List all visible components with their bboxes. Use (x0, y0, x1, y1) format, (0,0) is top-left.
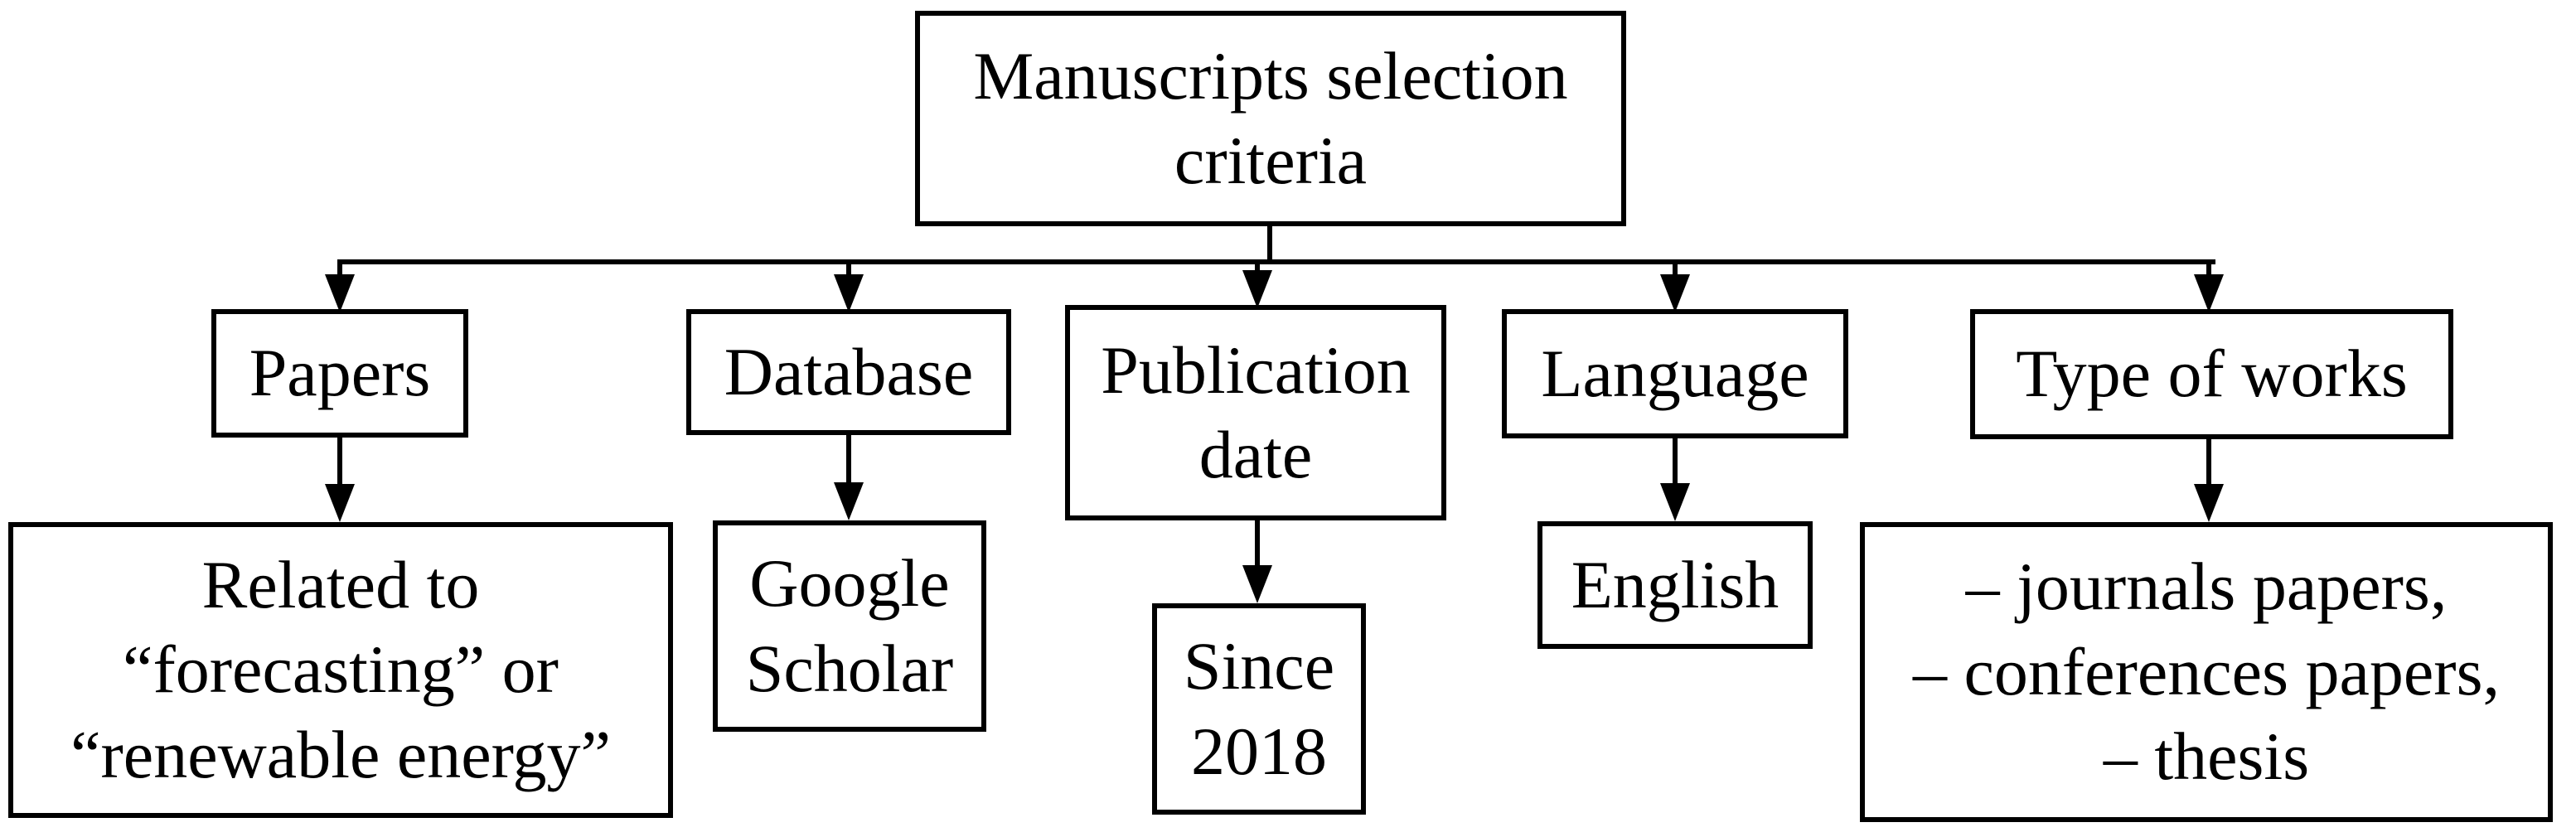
arrow-to-language-head (1660, 274, 1690, 312)
arrow-to-database-head (834, 274, 864, 312)
arrow-to-type-of-works-head (2194, 274, 2224, 312)
arrow-to-language-shaft (1673, 264, 1678, 278)
arrow-database-to-value-shaft (846, 432, 851, 484)
arrow-publication-date-to-value-head (1242, 565, 1272, 603)
node-related-to-keywords: Related to “forecasting” or “renewable e… (8, 522, 673, 818)
arrow-publication-date-to-value-shaft (1255, 517, 1260, 567)
arrow-database-to-value-head (834, 482, 864, 520)
branch-distribution-line (337, 259, 2215, 264)
node-english: English (1537, 521, 1813, 649)
root-stem-line (1267, 225, 1272, 264)
node-database: Database (686, 309, 1011, 435)
node-since-2018: Since 2018 (1152, 603, 1366, 815)
arrow-type-of-works-to-value-head (2194, 484, 2224, 522)
node-works-list: – journals papers, – conferences papers,… (1860, 522, 2553, 822)
arrow-type-of-works-to-value-shaft (2206, 436, 2211, 486)
arrow-to-database-shaft (846, 264, 851, 278)
node-type-of-works: Type of works (1970, 309, 2453, 439)
node-publication-date: Publication date (1065, 305, 1446, 520)
arrow-to-papers-head (325, 274, 355, 312)
node-papers: Papers (211, 309, 468, 438)
node-google-scholar: Google Scholar (713, 520, 986, 732)
arrow-language-to-value-shaft (1673, 435, 1678, 485)
arrow-to-type-of-works-shaft (2206, 264, 2211, 278)
arrow-to-papers-shaft (337, 264, 342, 278)
arrow-language-to-value-head (1660, 483, 1690, 521)
arrow-to-publication-date-head (1242, 270, 1272, 308)
arrow-papers-to-value-head (325, 484, 355, 522)
node-language: Language (1502, 309, 1848, 438)
arrow-papers-to-value-shaft (337, 434, 342, 486)
node-root-manuscripts-selection-criteria: Manuscripts selection criteria (915, 11, 1626, 226)
